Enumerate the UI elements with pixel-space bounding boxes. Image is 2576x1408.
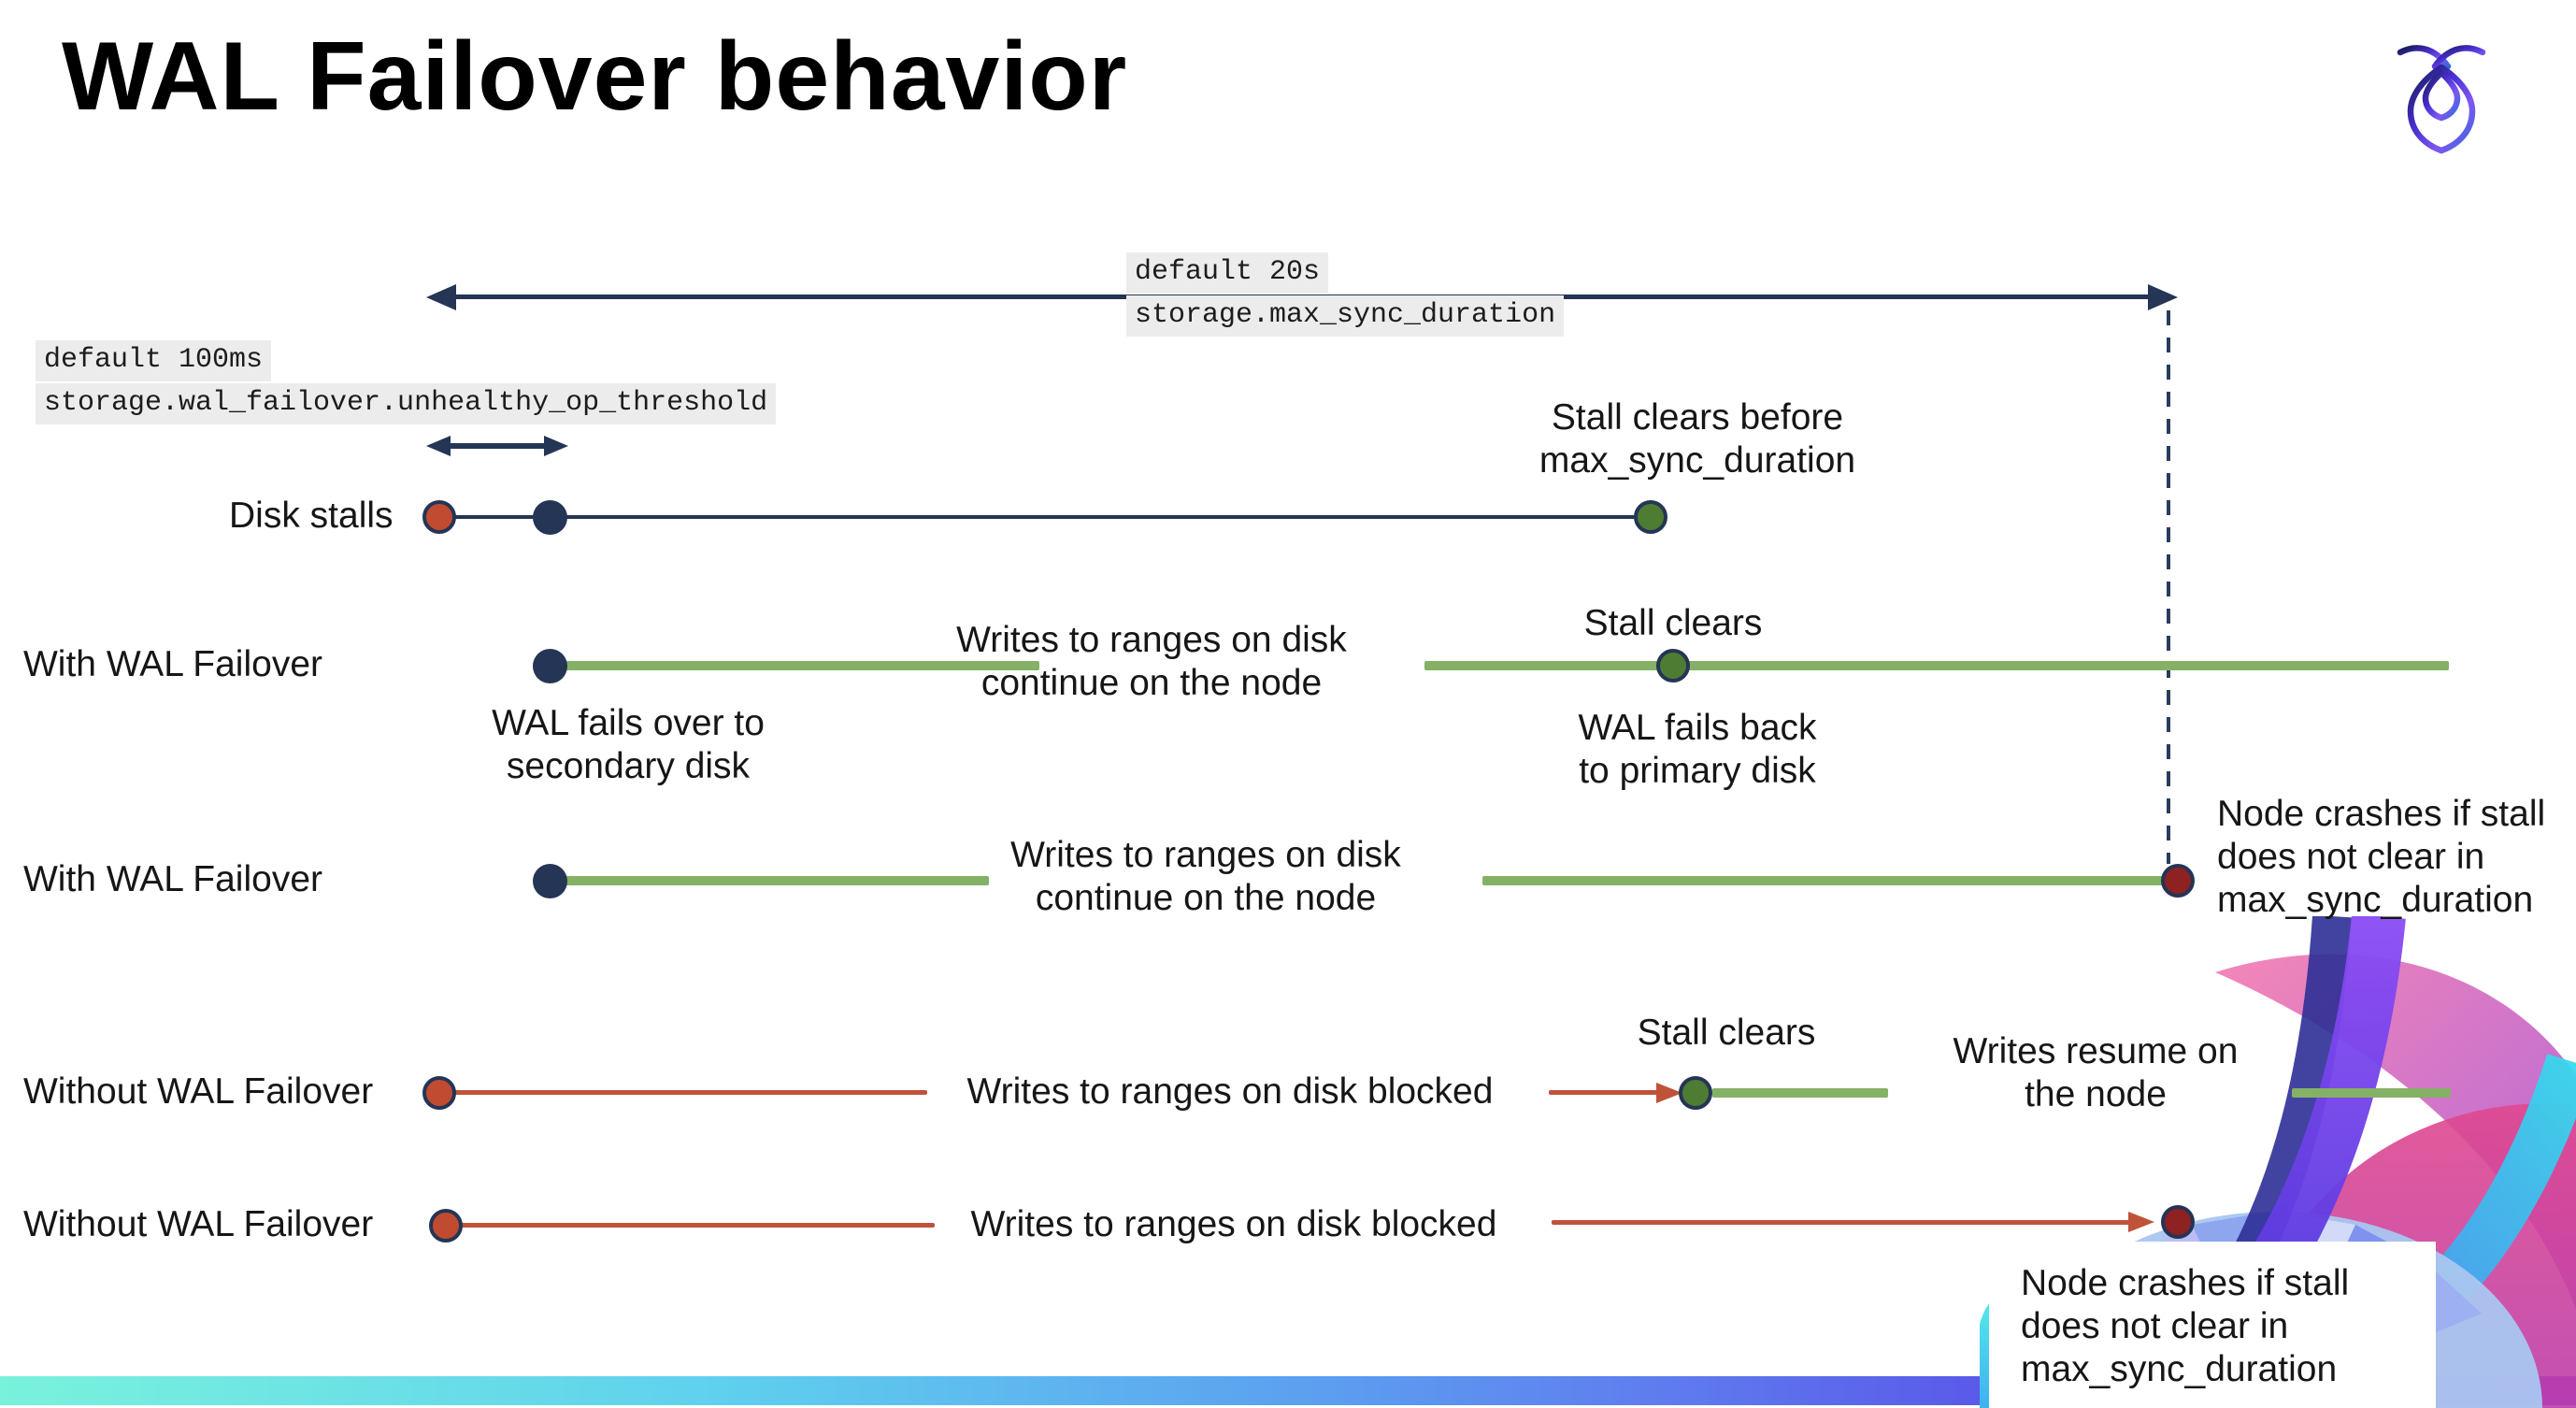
annotation-stall-clears-before: Stall clears before max_sync_duration [1538,397,1856,481]
node-crash-dot [2161,864,2195,898]
annotation-writes-blocked: Writes to ranges on disk blocked [966,1071,1494,1112]
config-label-unhealthy-op-threshold: default 100ms storage.wal_failover.unhea… [36,340,777,426]
writes-continue-line [562,661,1039,670]
arrowhead-right-icon [544,436,568,456]
disk-stalls-timeline [439,515,1651,519]
config-setting-name: storage.wal_failover.unhealthy_op_thresh… [36,383,777,424]
arrowhead-right-icon [2148,284,2178,310]
annotation-stall-clears: Stall clears [1583,603,1763,643]
row-label-without-wal-failover: Without WAL Failover [23,1071,374,1112]
writes-continue-line [1482,876,2170,885]
arrowhead-right-icon [1656,1083,1682,1103]
stall-clear-dot [1634,500,1667,534]
config-default-value: default 100ms [36,340,272,381]
stall-start-dot [422,500,456,534]
writes-blocked-line [1549,1090,1657,1095]
config-setting-name: storage.max_sync_duration [1126,295,1565,337]
page-title: WAL Failover behavior [62,22,1128,131]
node-crash-dot [2161,1205,2195,1239]
unhealthy-op-threshold-arrow-line [447,443,548,449]
row-label-with-wal-failover: With WAL Failover [23,859,322,899]
row-label-without-wal-failover: Without WAL Failover [23,1204,374,1244]
config-label-max-sync-duration: default 20s storage.max_sync_duration [1126,252,1565,338]
max-sync-deadline-dashed-line [2167,310,2170,864]
config-default-value: default 20s [1126,252,1329,294]
arrowhead-left-icon [426,436,451,456]
annotation-writes-continue: Writes to ranges on disk continue on the… [956,620,1347,704]
failover-dot [533,649,567,683]
stall-start-dot [429,1209,463,1243]
writes-continue-line [1424,661,2449,670]
annotation-node-crashes: Node crashes if stall does not clear in … [2217,794,2546,921]
annotation-writes-resume: Writes resume on the node [1953,1031,2239,1115]
writes-resume-line [2292,1088,2451,1098]
annotation-wal-fails-back: WAL fails back to primary disk [1578,708,1817,792]
writes-blocked-line [461,1223,935,1228]
annotation-writes-blocked: Writes to ranges on disk blocked [970,1204,1497,1244]
writes-resume-line [1712,1088,1888,1098]
cockroachdb-logo-icon [2397,45,2486,154]
failover-dot [533,864,567,898]
writes-blocked-line [1552,1220,2129,1225]
annotation-writes-continue: Writes to ranges on disk continue on the… [1010,835,1401,919]
writes-blocked-line [454,1090,927,1095]
writes-continue-line [562,876,989,885]
arrowhead-left-icon [426,284,456,310]
stall-clear-dot [1679,1076,1712,1110]
annotation-node-crashes: Node crashes if stall does not clear in … [2021,1263,2350,1390]
arrowhead-right-icon [2128,1212,2154,1232]
stall-clear-dot [1656,649,1690,682]
annotation-stall-clears: Stall clears [1637,1013,1816,1053]
threshold-reached-dot [533,500,567,535]
row-label-with-wal-failover: With WAL Failover [23,644,322,684]
row-label-disk-stalls: Disk stalls [229,496,394,536]
node-crash-note-box [1989,1242,2436,1408]
stall-start-dot [422,1076,456,1110]
annotation-wal-fails-over: WAL fails over to secondary disk [492,703,765,787]
